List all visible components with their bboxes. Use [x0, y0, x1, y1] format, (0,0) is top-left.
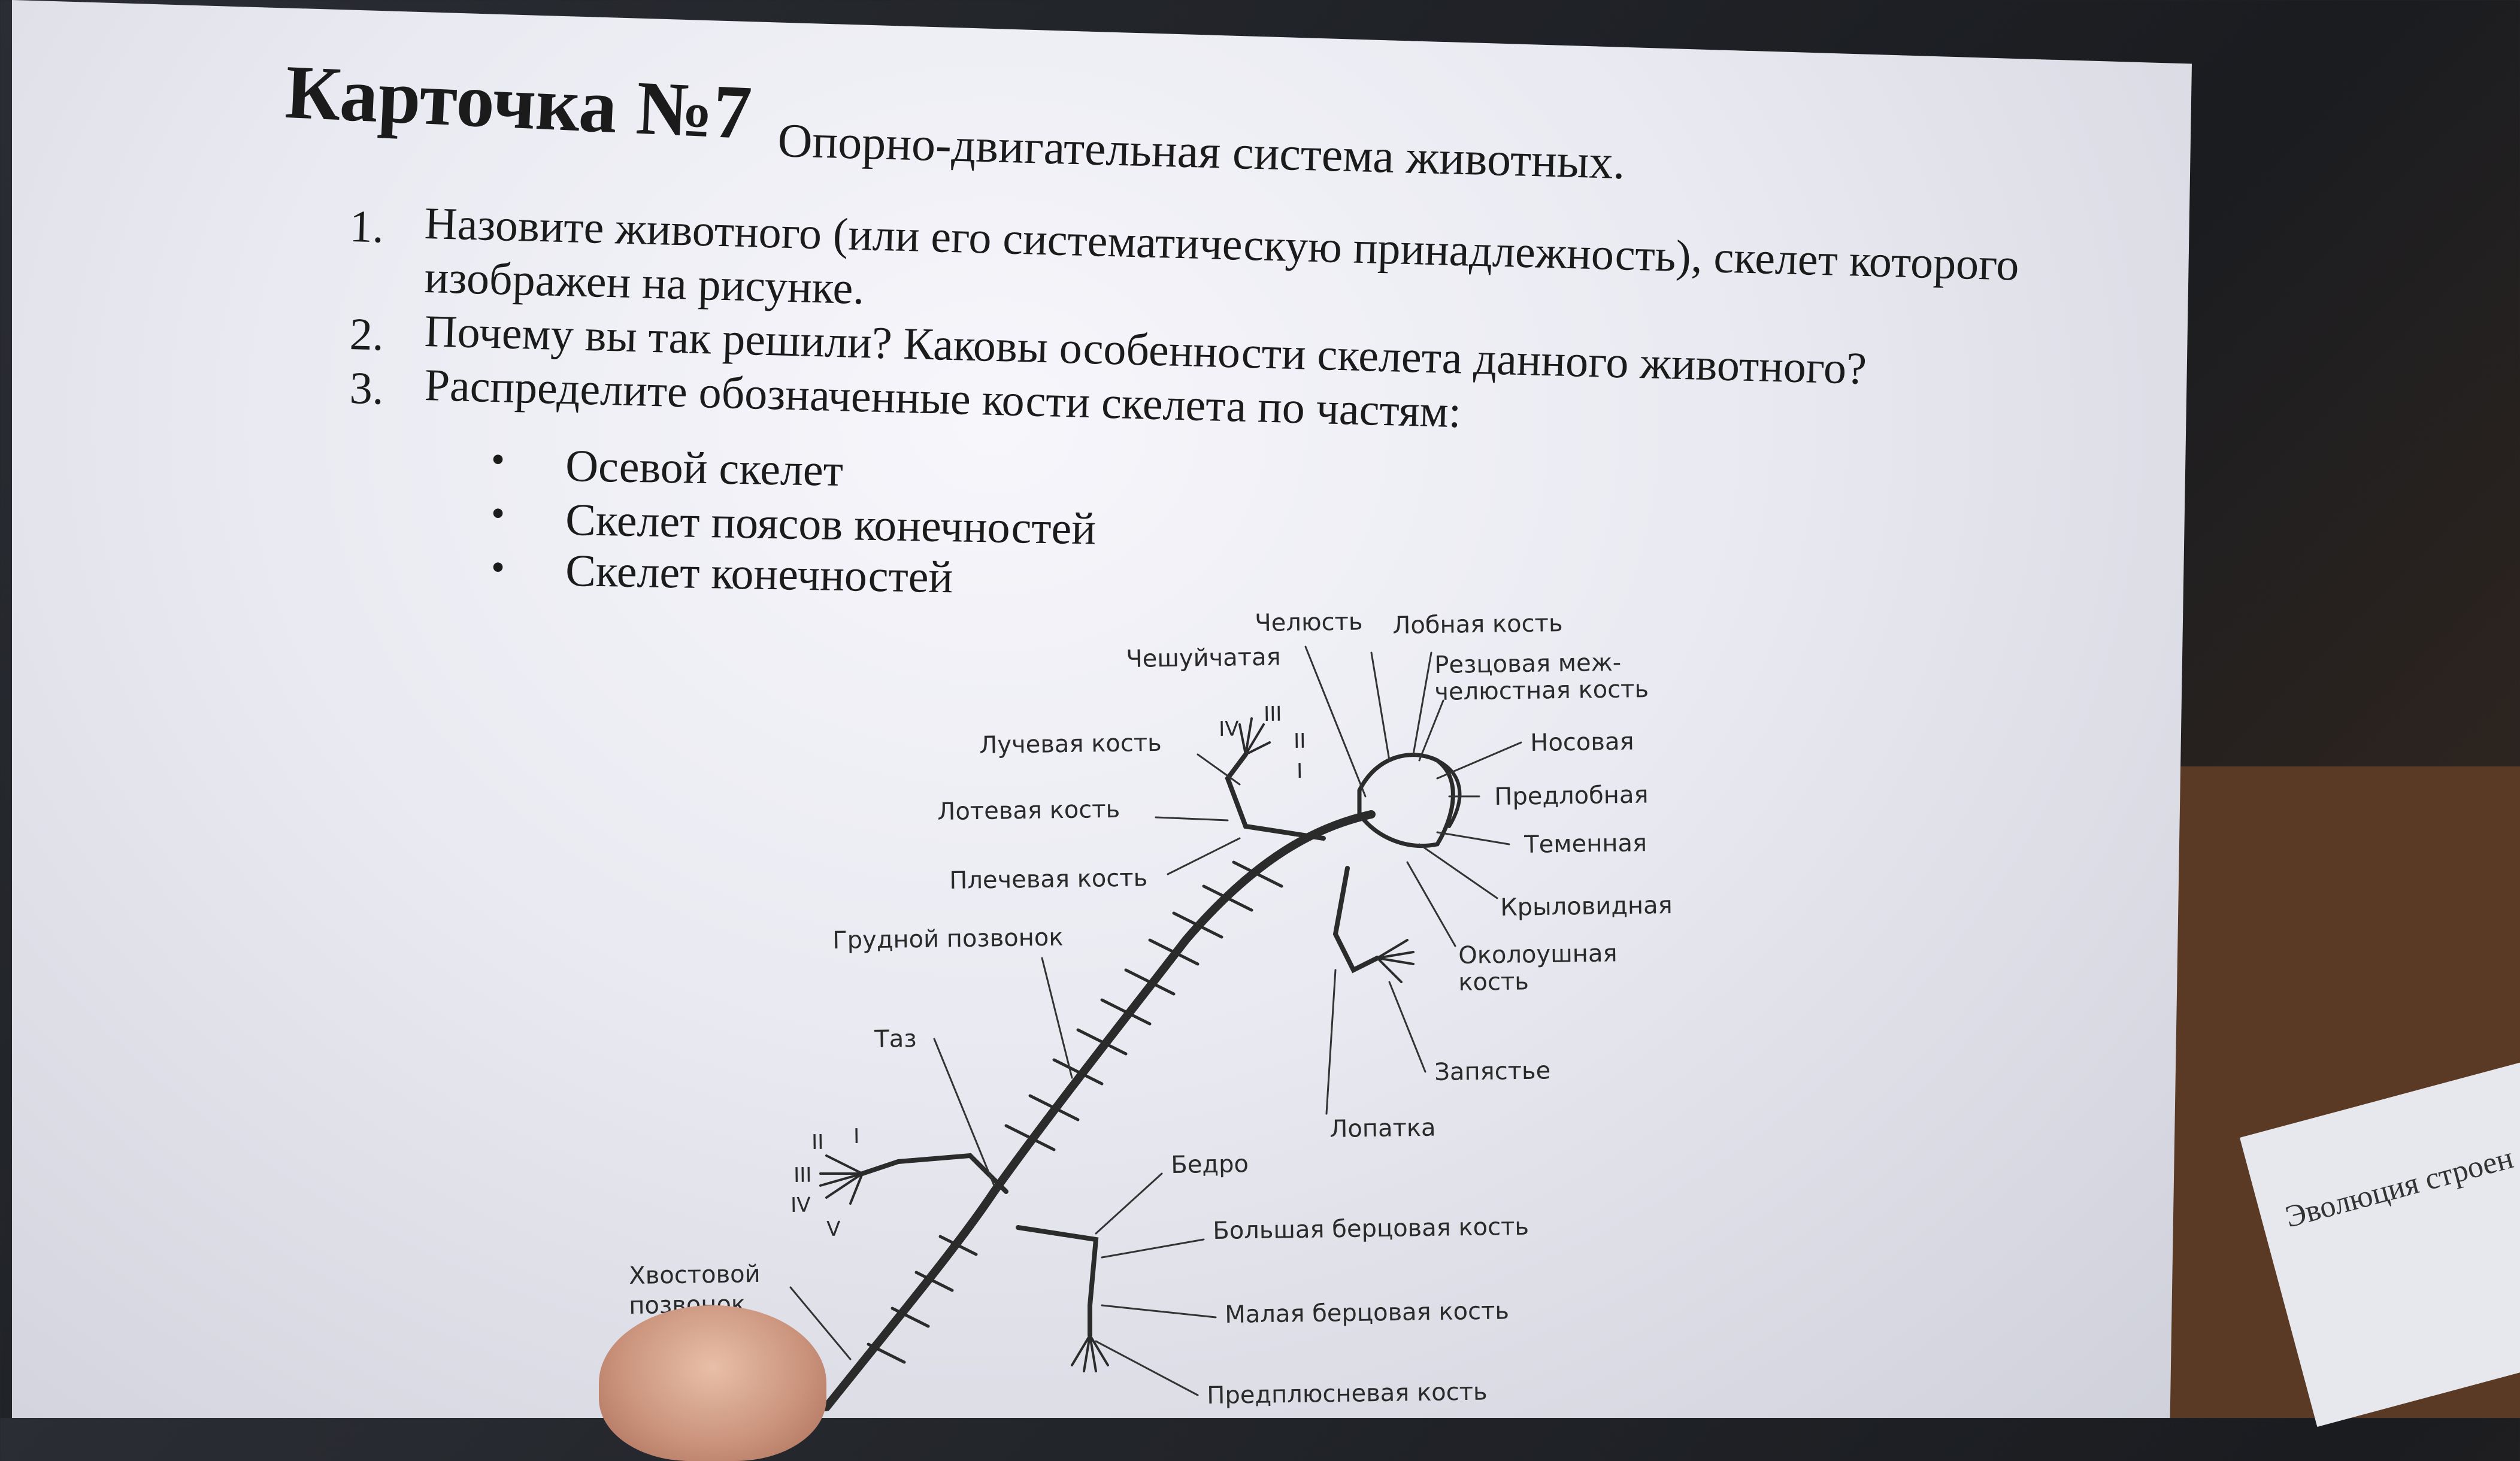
- front-left-limb: [1225, 752, 1326, 841]
- skull: [1357, 753, 1455, 848]
- label-leader-lines: [789, 645, 1522, 1396]
- hind-right-limb: [1016, 1225, 1099, 1338]
- bullet-marker: •: [491, 545, 505, 589]
- spine: [822, 810, 1376, 1411]
- reptile-skeleton-drawing: [789, 645, 1522, 1411]
- bullet-marker: •: [491, 438, 505, 481]
- side-paper-text: Эволюция строен: [2281, 1141, 2517, 1235]
- finger-holding-paper: [599, 1305, 826, 1461]
- worksheet-paper: Карточка №7 Опорно-двигательная система …: [12, 0, 2192, 1418]
- bullet-marker: •: [491, 492, 505, 535]
- front-right-limb: [1332, 866, 1380, 974]
- hind-left-limb: [860, 1153, 1008, 1194]
- ribs: [867, 860, 1283, 1364]
